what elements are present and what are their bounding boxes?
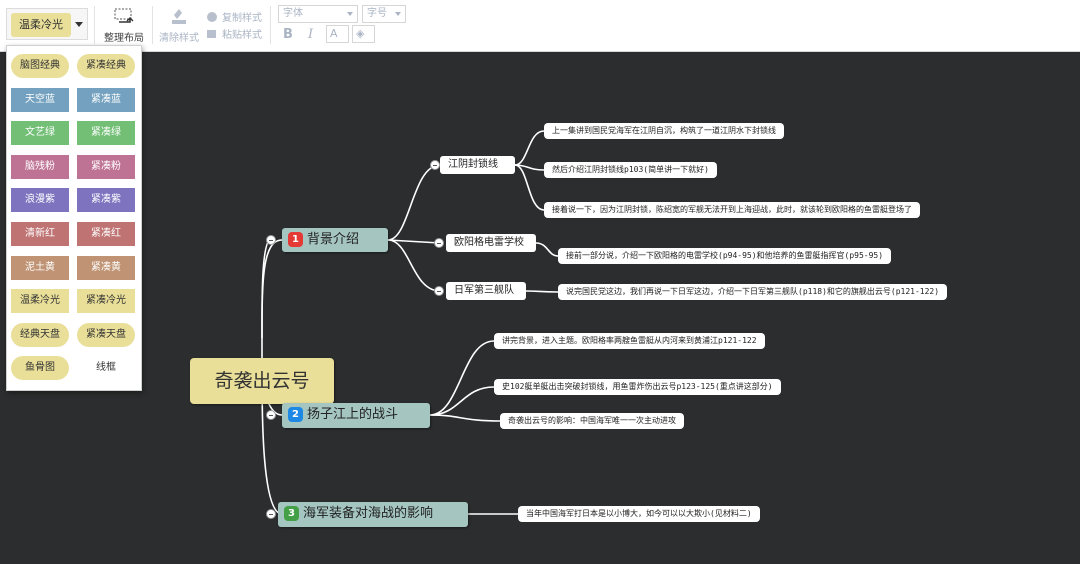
note-node[interactable]: 说完国民党这边，我们再说一下日军这边，介绍一下日军第三舰队(p118)和它的旗舰… xyxy=(558,284,948,300)
theme-option[interactable]: 鱼骨图 xyxy=(11,356,69,381)
chevron-down-icon xyxy=(395,12,401,16)
note-node[interactable]: 讲完背景，进入主题。欧阳格率两艘鱼雷艇从内河来到黄浦江p121-122 xyxy=(494,333,765,349)
branch-node-naval-equipment[interactable]: 3 海军装备对海战的影响 xyxy=(278,502,468,527)
theme-dropdown-panel: 脑图经典 紧凑经典 天空蓝 紧凑蓝 文艺绿 紧凑绿 脑残粉 紧凑粉 浪漫紫 紧凑… xyxy=(6,45,142,391)
font-family-placeholder: 字体 xyxy=(283,8,303,19)
toolbar-divider xyxy=(152,6,153,44)
toolbar: 温柔冷光 整理布局 清除样式 复制样式 粘贴样式 字体 字号 B I xyxy=(0,0,1080,52)
arrange-layout-icon xyxy=(114,8,134,23)
sub-node-third-fleet[interactable]: 日军第三舰队 xyxy=(446,282,526,300)
collapse-toggle[interactable] xyxy=(430,160,440,170)
branch-node-background[interactable]: 1 背景介绍 xyxy=(282,228,388,252)
theme-option[interactable]: 线框 xyxy=(77,356,135,381)
mindmap-canvas[interactable]: 奇袭出云号 1 背景介绍 2 扬子江上的战斗 3 海军装备对海战的影响 江阴封锁线 欧… xyxy=(0,53,1080,564)
root-node[interactable]: 奇袭出云号 xyxy=(190,358,334,404)
theme-option[interactable]: 紧凑黄 xyxy=(77,255,135,280)
arrange-layout-label: 整理布局 xyxy=(104,33,144,44)
sub-node-jiangyin[interactable]: 江阴封锁线 xyxy=(440,156,515,174)
clear-style-label: 清除样式 xyxy=(159,33,199,44)
arrange-layout-button[interactable]: 整理布局 xyxy=(100,6,148,44)
theme-option[interactable]: 泥土黄 xyxy=(11,255,69,280)
theme-option[interactable]: 紧凑经典 xyxy=(77,54,135,78)
theme-option[interactable]: 脑图经典 xyxy=(11,54,69,78)
theme-option[interactable]: 天空蓝 xyxy=(11,87,69,112)
paste-style-button[interactable]: 粘贴样式 xyxy=(206,26,262,41)
branch-label: 海军装备对海战的影响 xyxy=(303,506,434,521)
sub-node-torpedo-school[interactable]: 欧阳格电雷学校 xyxy=(446,234,536,252)
brush-icon xyxy=(207,11,217,22)
italic-button[interactable]: I xyxy=(308,27,314,42)
font-color-button[interactable]: A xyxy=(326,25,349,43)
note-node[interactable]: 当年中国海军打日本是以小博大，如今可以以大欺小(见材料二) xyxy=(518,506,760,522)
theme-option[interactable]: 温柔冷光 xyxy=(11,289,69,314)
note-node[interactable]: 接前一部分说，介绍一下欧阳格的电雷学校(p94-95)和他培养的鱼雷艇指挥官(p… xyxy=(558,248,892,264)
priority-3-icon: 3 xyxy=(284,506,299,521)
theme-option[interactable]: 紧凑天盘 xyxy=(77,322,135,347)
eraser-icon xyxy=(172,9,186,24)
font-size-placeholder: 字号 xyxy=(367,8,387,19)
theme-option[interactable]: 紧凑粉 xyxy=(77,154,135,179)
collapse-toggle[interactable] xyxy=(434,286,444,296)
collapse-toggle[interactable] xyxy=(266,410,276,420)
branch-node-battle[interactable]: 2 扬子江上的战斗 xyxy=(282,403,430,428)
font-family-select[interactable]: 字体 xyxy=(278,5,358,23)
collapse-toggle[interactable] xyxy=(266,509,276,519)
chevron-down-icon xyxy=(75,22,83,27)
toolbar-divider xyxy=(270,6,271,44)
theme-option[interactable]: 紧凑绿 xyxy=(77,121,135,146)
copy-style-label: 复制样式 xyxy=(222,13,262,24)
note-node[interactable]: 接着说一下，因为江阴封锁，陈绍宽的军舰无法开到上海迎战，此时，就该轮到欧阳格的鱼… xyxy=(544,202,920,218)
theme-current: 温柔冷光 xyxy=(11,13,71,37)
theme-option[interactable]: 紧凑冷光 xyxy=(77,289,135,314)
paste-icon xyxy=(207,29,216,38)
clear-style-button[interactable]: 清除样式 xyxy=(156,8,202,44)
font-color-label: A xyxy=(330,27,338,40)
note-node[interactable]: 上一集讲到国民党海军在江阴自沉，构筑了一道江阴水下封锁线 xyxy=(544,123,784,139)
fill-bucket-icon: ◈ xyxy=(356,27,365,40)
branch-label: 扬子江上的战斗 xyxy=(307,407,399,422)
mindmap-connectors xyxy=(261,130,559,515)
collapse-toggle[interactable] xyxy=(434,238,444,248)
collapse-toggle[interactable] xyxy=(266,235,276,245)
bold-button[interactable]: B xyxy=(283,27,293,42)
chevron-down-icon xyxy=(347,12,353,16)
theme-option[interactable]: 紧凑红 xyxy=(77,222,135,246)
theme-option[interactable]: 浪漫紫 xyxy=(11,188,69,213)
copy-style-button[interactable]: 复制样式 xyxy=(206,9,262,24)
theme-select[interactable]: 温柔冷光 xyxy=(6,8,88,40)
font-size-select[interactable]: 字号 xyxy=(362,5,406,23)
toolbar-divider xyxy=(94,6,95,44)
priority-2-icon: 2 xyxy=(288,407,303,422)
note-node[interactable]: 奇袭出云号的影响：中国海军唯一一次主动进攻 xyxy=(500,413,684,429)
theme-option[interactable]: 清新红 xyxy=(11,222,69,246)
theme-option[interactable]: 紧凑蓝 xyxy=(77,87,135,112)
background-color-button[interactable]: ◈ xyxy=(352,25,376,43)
branch-label: 背景介绍 xyxy=(307,232,360,247)
paste-style-label: 粘贴样式 xyxy=(222,30,262,41)
theme-option[interactable]: 紧凑紫 xyxy=(77,188,135,213)
theme-option[interactable]: 脑残粉 xyxy=(11,154,69,179)
theme-option[interactable]: 经典天盘 xyxy=(11,322,69,347)
priority-1-icon: 1 xyxy=(288,232,303,247)
note-node[interactable]: 然后介绍江阴封锁线p103(简单讲一下就好) xyxy=(544,162,717,178)
theme-option[interactable]: 文艺绿 xyxy=(11,121,69,146)
note-node[interactable]: 史102艇单艇出击突破封锁线，用鱼雷炸伤出云号p123-125(重点讲这部分) xyxy=(494,379,781,395)
